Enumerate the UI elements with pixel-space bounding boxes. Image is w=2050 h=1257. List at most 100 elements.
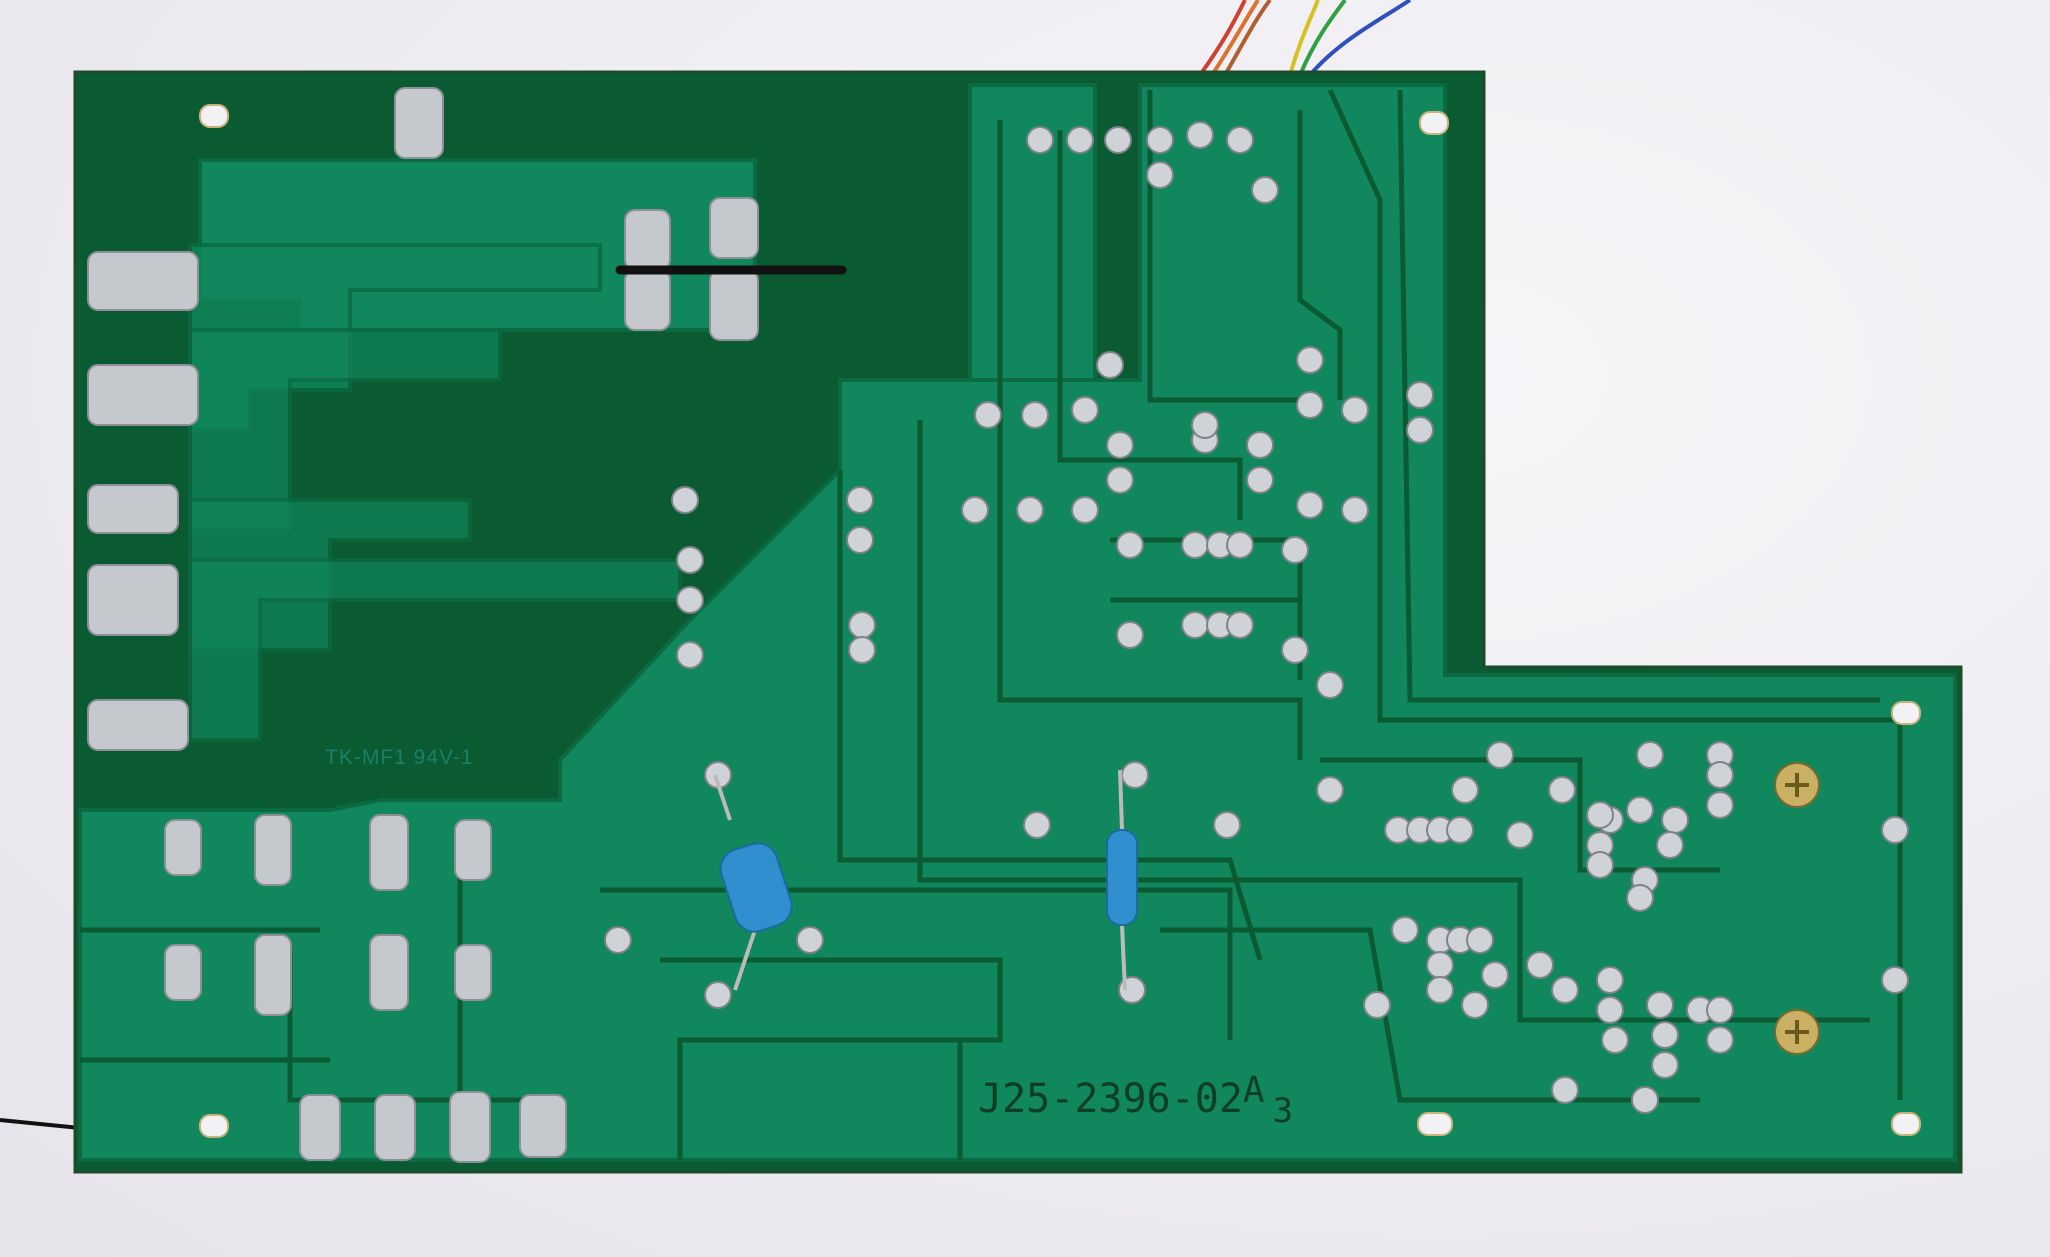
- solder-pad: [164, 819, 202, 876]
- solder-joint: [1656, 831, 1684, 859]
- solder-joint: [1406, 416, 1434, 444]
- solder-joint: [1246, 431, 1274, 459]
- solder-joint: [1406, 381, 1434, 409]
- solder-joint: [1626, 796, 1654, 824]
- solder-joint: [1551, 1076, 1579, 1104]
- solder-joint: [1104, 126, 1132, 154]
- solder-joint: [1296, 391, 1324, 419]
- solder-joint: [1426, 976, 1454, 1004]
- solder-joint: [1706, 996, 1734, 1024]
- solder-joint: [1363, 991, 1391, 1019]
- solder-joint: [1706, 791, 1734, 819]
- solder-pad: [254, 814, 292, 886]
- solder-joint: [848, 611, 876, 639]
- solder-pad: [449, 1091, 491, 1163]
- solder-joint: [1016, 496, 1044, 524]
- capacitor-2: [1106, 769, 1138, 991]
- solder-joint: [676, 641, 704, 669]
- solder-pad: [394, 87, 444, 159]
- solder-joint: [846, 526, 874, 554]
- solder-pads-large: [87, 87, 759, 1163]
- solder-joint: [1281, 536, 1309, 564]
- solder-joint: [1466, 926, 1494, 954]
- solder-joint: [1881, 966, 1909, 994]
- capacitor-1: [713, 774, 793, 991]
- solder-joint: [1181, 531, 1209, 559]
- solder-pad: [369, 934, 409, 1011]
- solder-joint: [846, 486, 874, 514]
- solder-joint: [1071, 396, 1099, 424]
- ribbon-wires: [1198, 0, 1412, 77]
- solder-joint: [604, 926, 632, 954]
- solder-joint: [1106, 466, 1134, 494]
- solder-joint: [671, 486, 699, 514]
- solder-joint: [1181, 611, 1209, 639]
- solder-joints: [604, 121, 1909, 1114]
- solder-joint: [1391, 916, 1419, 944]
- pcb-traces: [80, 88, 1903, 1160]
- solder-joint: [704, 981, 732, 1009]
- solder-joint: [1626, 884, 1654, 912]
- solder-joint: [1146, 126, 1174, 154]
- solder-joint: [1106, 431, 1134, 459]
- solder-joint: [1316, 776, 1344, 804]
- solder-joint: [1116, 621, 1144, 649]
- solder-pad: [254, 934, 292, 1016]
- solder-joint: [1121, 761, 1149, 789]
- solder-joint: [1026, 126, 1054, 154]
- solder-joint: [1526, 951, 1554, 979]
- screw-2: [1774, 1009, 1820, 1055]
- solder-joint: [1631, 1086, 1659, 1114]
- solder-joint: [1146, 161, 1174, 189]
- solder-pad: [709, 197, 759, 259]
- solder-joint: [1226, 126, 1254, 154]
- solder-pad: [369, 814, 409, 891]
- solder-pad: [519, 1094, 567, 1158]
- solder-joint: [1551, 976, 1579, 1004]
- solder-joint: [1596, 996, 1624, 1024]
- solder-joint: [1341, 496, 1369, 524]
- solder-joint: [1636, 741, 1664, 769]
- solder-joint: [1341, 396, 1369, 424]
- screw-1: [1774, 762, 1820, 808]
- solder-joint: [848, 636, 876, 664]
- solder-joint: [1296, 491, 1324, 519]
- solder-pad: [87, 364, 199, 426]
- solder-joint: [1646, 991, 1674, 1019]
- solder-pad: [299, 1094, 341, 1161]
- solder-joint: [1601, 1026, 1629, 1054]
- solder-joint: [1246, 466, 1274, 494]
- solder-joint: [1296, 346, 1324, 374]
- solder-joint: [1586, 801, 1614, 829]
- solder-joint: [1186, 121, 1214, 149]
- solder-joint: [1213, 811, 1241, 839]
- solder-joint: [1251, 176, 1279, 204]
- solder-pad: [87, 699, 189, 751]
- solder-joint: [1426, 951, 1454, 979]
- solder-joint: [961, 496, 989, 524]
- solder-joint: [1316, 671, 1344, 699]
- solder-pad: [709, 269, 759, 341]
- solder-joint: [1451, 776, 1479, 804]
- solder-joint: [1651, 1051, 1679, 1079]
- solder-pad: [164, 944, 202, 1001]
- solder-joint: [1548, 776, 1576, 804]
- solder-joint: [796, 926, 824, 954]
- solder-joint: [1021, 401, 1049, 429]
- solder-pad: [624, 209, 671, 271]
- solder-joint: [1226, 531, 1254, 559]
- solder-joint: [676, 586, 704, 614]
- mounting-holes: [199, 104, 1921, 1138]
- solder-joint: [1706, 1026, 1734, 1054]
- copper-pour: [78, 83, 1957, 1162]
- solder-pad: [374, 1094, 416, 1161]
- black-wire: [0, 1118, 81, 1130]
- solder-joint: [1066, 126, 1094, 154]
- solder-pad: [87, 484, 179, 534]
- solder-joint: [1481, 961, 1509, 989]
- solder-pad: [624, 269, 671, 331]
- solder-joint: [676, 546, 704, 574]
- solder-joint: [1661, 806, 1689, 834]
